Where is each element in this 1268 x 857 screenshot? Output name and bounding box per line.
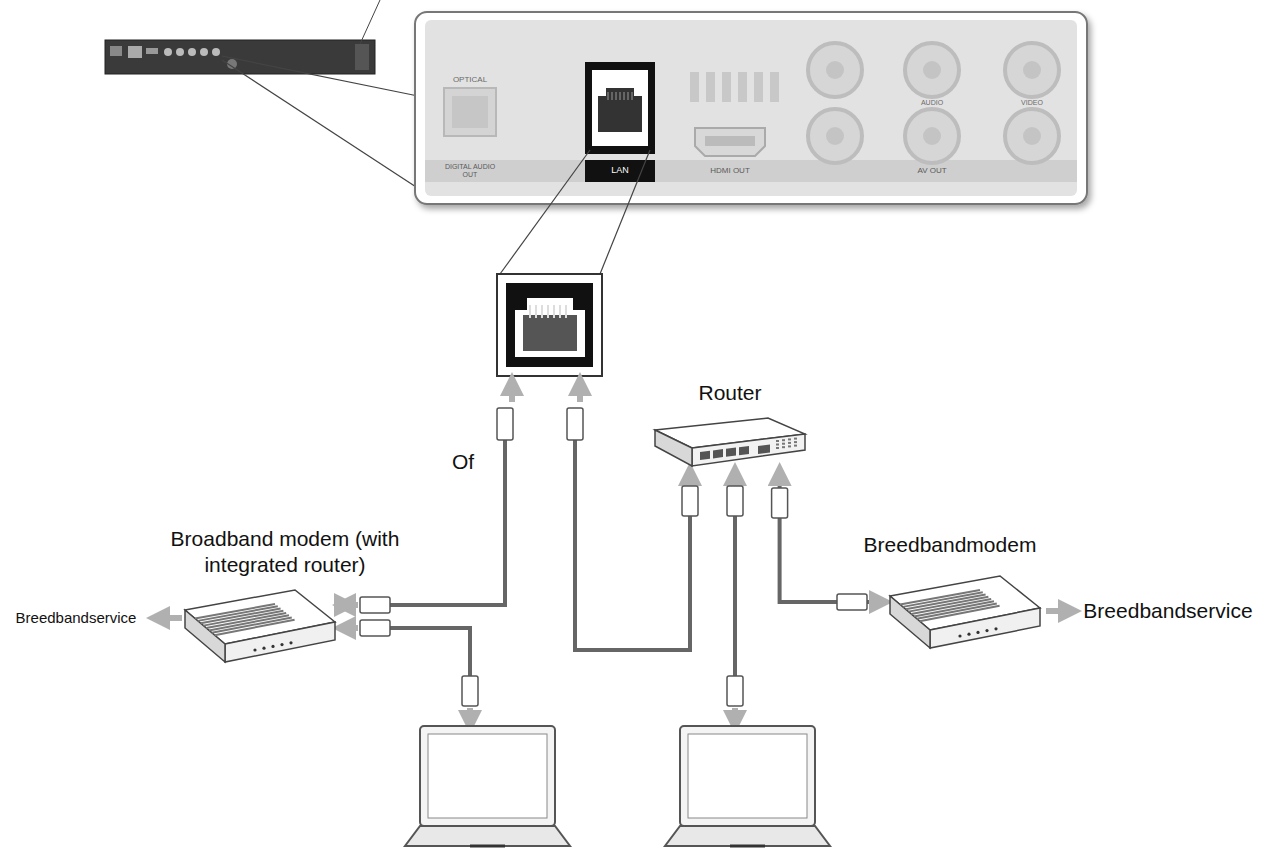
service-label: Breedbandservice: [1083, 599, 1252, 622]
leader-line: [500, 150, 590, 274]
port-label: AV OUT: [917, 167, 946, 176]
player-rear: [105, 40, 375, 74]
port-label: LAN: [611, 166, 629, 176]
lan-port-zoom: [497, 274, 602, 376]
leader-line: [600, 150, 650, 274]
rj45-plug: [360, 408, 743, 706]
service-label: Breedbandservice: [16, 610, 137, 627]
port-label: DIGITAL AUDIO OUT: [442, 163, 498, 178]
modem-icon: [180, 580, 340, 670]
router-icon: [650, 416, 810, 474]
leader-line: [222, 56, 418, 96]
arrow-head: [869, 599, 881, 605]
laptop: [665, 726, 830, 846]
panel-inset: [415, 12, 1087, 204]
rj45-plug: [837, 594, 867, 610]
device-name: Breedbandmodem: [850, 532, 1050, 558]
port-label: VIDEO: [1021, 99, 1043, 107]
rj45-plug: [772, 488, 788, 518]
lan-cable: [372, 440, 735, 680]
router-device: Router: [650, 380, 810, 475]
leader-line: [360, 0, 380, 44]
modem-device: Breedbandmodem: [850, 528, 1050, 670]
modem-icon: [885, 566, 1045, 656]
port-label: HDMI OUT: [710, 167, 750, 176]
direction-arrow: [158, 384, 1070, 722]
device-name: Broadband modem (with integrated router): [160, 526, 410, 579]
leader-line: [222, 60, 436, 200]
device-name: Router: [650, 380, 810, 406]
port-label: OPTICAL: [453, 76, 487, 85]
or-label: Of: [452, 450, 474, 473]
laptop: [405, 726, 570, 846]
arrow-head: [777, 474, 783, 486]
port-label: AUDIO: [921, 99, 943, 107]
modem-device: Broadband modem (with integrated router): [150, 526, 420, 672]
